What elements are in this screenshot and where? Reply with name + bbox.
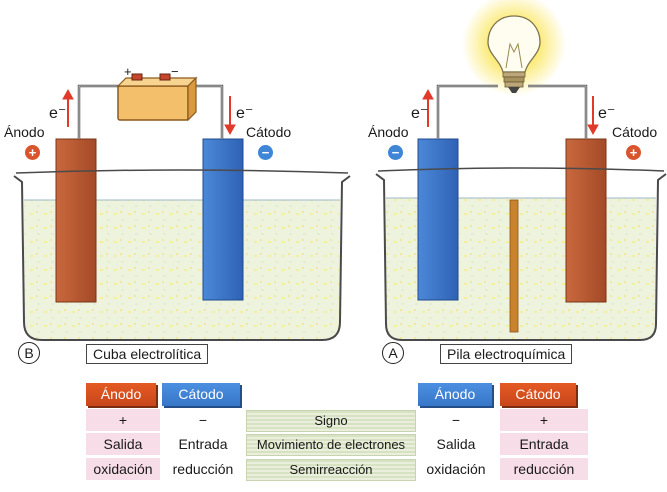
electron-flow-arrow-down [224,96,236,136]
cathode-label: Cátodo [246,124,292,140]
electrolytic-cell [13,73,351,341]
anode-sign: + [25,145,40,160]
diagram-caption: Cuba electrolítica [86,344,209,364]
beaker [13,175,351,341]
diagram-letter-a: A [382,342,404,364]
wire [77,84,118,139]
table-cell: oxidación [426,461,486,477]
table-cell: Entrada [178,436,228,452]
table-header-anode: Ánodo [418,383,492,406]
table-row-label: Signo [246,410,416,432]
battery-plus-sign: + [124,64,132,79]
anode-electrode [417,138,459,301]
cathode-electrode [202,138,244,301]
table-cell: − [198,412,208,428]
diagram-caption: Pila electroquímica [440,344,573,364]
wire [528,84,588,139]
cathode-electrode [565,138,607,303]
table-cell: reducción [172,461,234,477]
electrolyte-water [24,200,340,340]
anode-label: Ánodo [4,124,45,140]
table-cell: Salida [86,433,160,455]
cathode-label: Cátodo [612,124,658,140]
table-header-cathode: Cátodo [162,383,240,406]
table-cell: − [451,412,461,428]
table-cell: reducción [500,458,588,480]
anode-sign: − [388,145,403,160]
table-header-cathode: Cátodo [500,383,576,406]
electron-label-anode: e⁻ [411,105,429,122]
electron-label-cathode: e⁻ [236,105,254,122]
cathode-sign: − [258,145,273,160]
table-cell: + [86,409,160,431]
electron-flow-arrow-up [62,88,74,127]
anode-electrode [55,138,97,303]
table-cell: Entrada [500,433,588,455]
anode-label: Ánodo [368,124,409,140]
table-row-label: Movimiento de electrones [246,434,416,456]
electron-label-anode: e⁻ [49,105,67,122]
galvanic-cell [375,0,667,341]
table-cell: Salida [436,436,476,452]
electron-flow-arrow-down [587,96,599,136]
table-row-label: Semirreacción [246,459,416,481]
porous-divider [509,199,519,333]
battery-icon [116,73,198,122]
table-cell: oxidación [86,458,160,480]
cathode-sign: + [626,145,641,160]
table-cell: + [500,409,588,431]
table-header-anode: Ánodo [86,383,156,406]
beaker [375,173,667,341]
electron-label-cathode: e⁻ [598,105,616,122]
diagram-letter-b: B [18,342,40,364]
battery-minus-sign: − [171,64,179,79]
electron-flow-arrow-up [422,88,434,127]
wire [436,84,498,139]
light-bulb-icon [487,15,541,93]
